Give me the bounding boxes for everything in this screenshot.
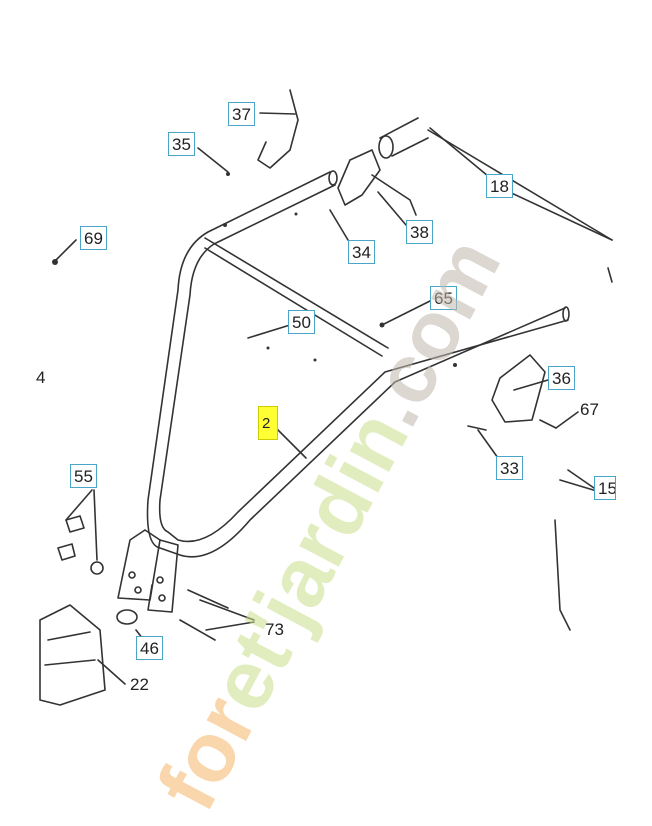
callout-35: 35 xyxy=(168,132,195,156)
handlebar-tube-outer xyxy=(146,171,566,558)
callout-33: 33 xyxy=(496,456,523,480)
handlebar-exploded-diagram xyxy=(39,89,613,706)
label-67: 67 xyxy=(580,400,599,419)
callout-50: 50 xyxy=(288,310,315,334)
mount-bracket-left xyxy=(117,529,161,601)
cross-bar xyxy=(204,237,389,357)
callout-37: 37 xyxy=(228,102,255,126)
callout-69: 69 xyxy=(80,226,107,250)
highlighted-callout-2: 2 xyxy=(258,406,278,440)
label-73: 73 xyxy=(265,620,284,639)
label-22: 22 xyxy=(130,675,149,694)
callout-55: 55 xyxy=(70,464,97,488)
label-4: 4 xyxy=(36,368,46,387)
callout-15: 15 xyxy=(594,476,616,500)
housing-22 xyxy=(39,604,106,706)
handlebar-tube-inner xyxy=(158,184,569,543)
mount-bracket-right xyxy=(147,539,179,613)
callout-36: 36 xyxy=(548,366,575,390)
callout-65: 65 xyxy=(430,286,457,310)
callout-18: 18 xyxy=(486,174,513,198)
callout-38: 38 xyxy=(406,220,433,244)
callout-34: 34 xyxy=(348,240,375,264)
callout-46: 46 xyxy=(136,636,163,660)
